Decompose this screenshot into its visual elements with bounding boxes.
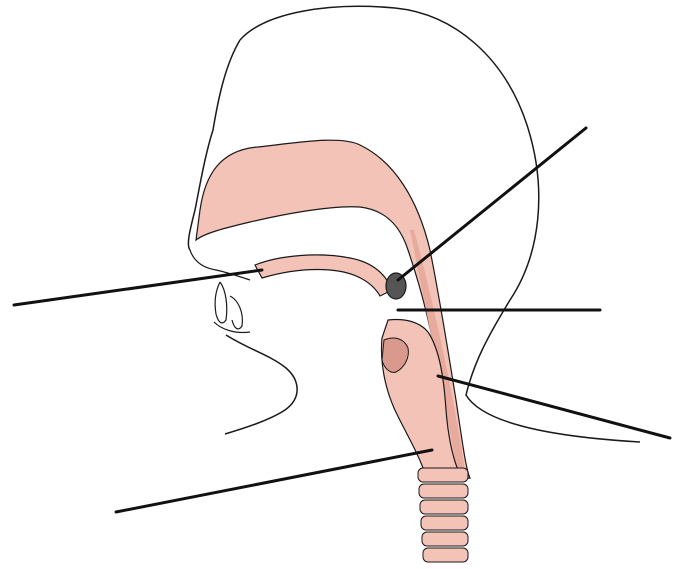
trachea-ring bbox=[419, 484, 468, 498]
trachea-ring bbox=[421, 516, 468, 530]
mouth-details bbox=[190, 250, 250, 333]
trachea-ring bbox=[422, 532, 468, 546]
tooth bbox=[230, 296, 242, 329]
tooth bbox=[215, 282, 227, 323]
upper-lip bbox=[190, 250, 216, 270]
label-line-lower-right bbox=[438, 376, 670, 438]
label-line-left bbox=[14, 270, 262, 305]
trachea-ring bbox=[423, 548, 468, 562]
palate bbox=[255, 255, 392, 296]
trachea-ring bbox=[420, 500, 468, 514]
label-line-upper-right bbox=[398, 128, 586, 280]
lower-lip bbox=[214, 322, 250, 333]
trachea-ring bbox=[418, 468, 468, 482]
label-line-lower-left bbox=[116, 450, 432, 512]
trachea bbox=[418, 468, 468, 562]
